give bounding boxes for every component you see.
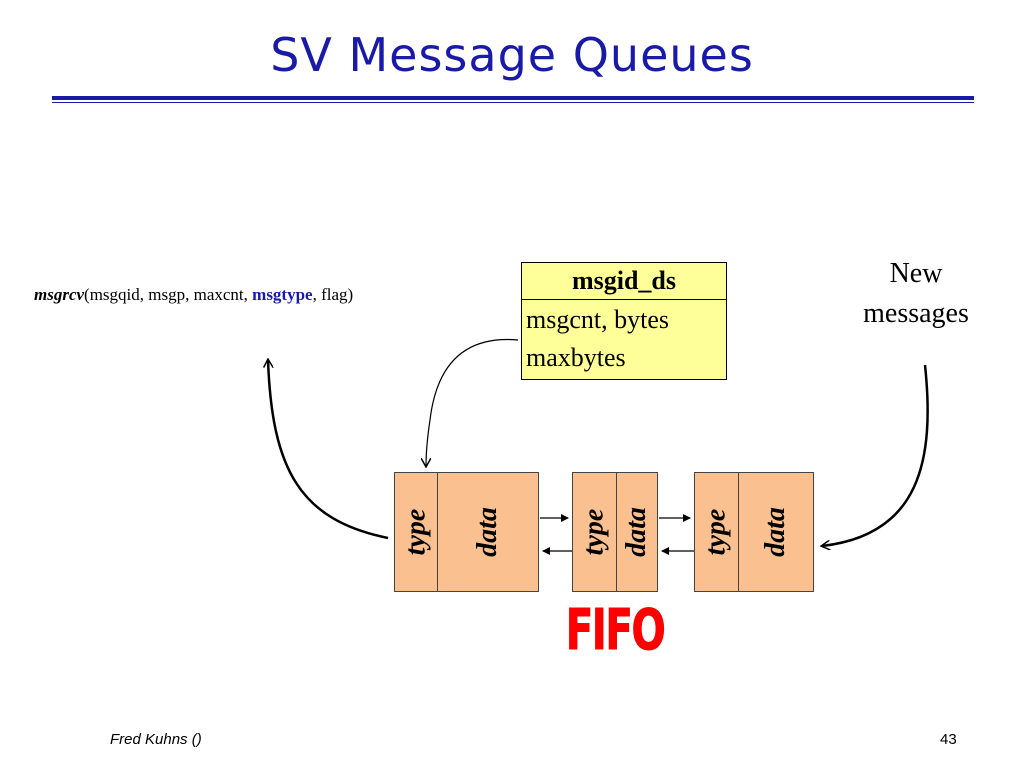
node-divider bbox=[616, 473, 617, 591]
msgrcv-signature: msgrcv(msgqid, msgp, maxcnt, msgtype, fl… bbox=[34, 285, 353, 305]
new-messages-label: New messages bbox=[846, 254, 986, 334]
struct-field-line: msgcnt, bytes bbox=[526, 305, 669, 334]
slide-title: SV Message Queues bbox=[270, 28, 754, 82]
fifo-label: FIFO bbox=[565, 598, 666, 664]
struct-pointer-arrow bbox=[426, 338, 519, 466]
struct-name: msgid_ds bbox=[522, 263, 726, 300]
queue-node: type data bbox=[394, 472, 539, 592]
title-rule-thin bbox=[52, 102, 974, 103]
msgtype-arg: msgtype bbox=[252, 285, 313, 304]
node-divider bbox=[437, 473, 438, 591]
msgid-ds-struct: msgid_ds msgcnt, bytes maxbytes bbox=[521, 262, 727, 380]
queue-node: type data bbox=[572, 472, 658, 592]
enqueue-arrow bbox=[822, 364, 929, 546]
node-divider bbox=[738, 473, 739, 591]
title-rule-thick bbox=[52, 96, 974, 100]
page-number: 43 bbox=[940, 731, 957, 748]
args-before: (msgqid, msgp, maxcnt, bbox=[84, 285, 253, 304]
args-after: , flag) bbox=[312, 285, 354, 304]
struct-field-line: maxbytes bbox=[526, 343, 626, 372]
footer-author: Fred Kuhns () bbox=[110, 731, 202, 748]
new-messages-line-2: messages bbox=[863, 298, 969, 329]
function-name: msgrcv bbox=[34, 285, 85, 304]
new-messages-line-1: New bbox=[889, 258, 943, 289]
queue-node: type data bbox=[694, 472, 814, 592]
dequeue-arrow bbox=[268, 360, 389, 540]
